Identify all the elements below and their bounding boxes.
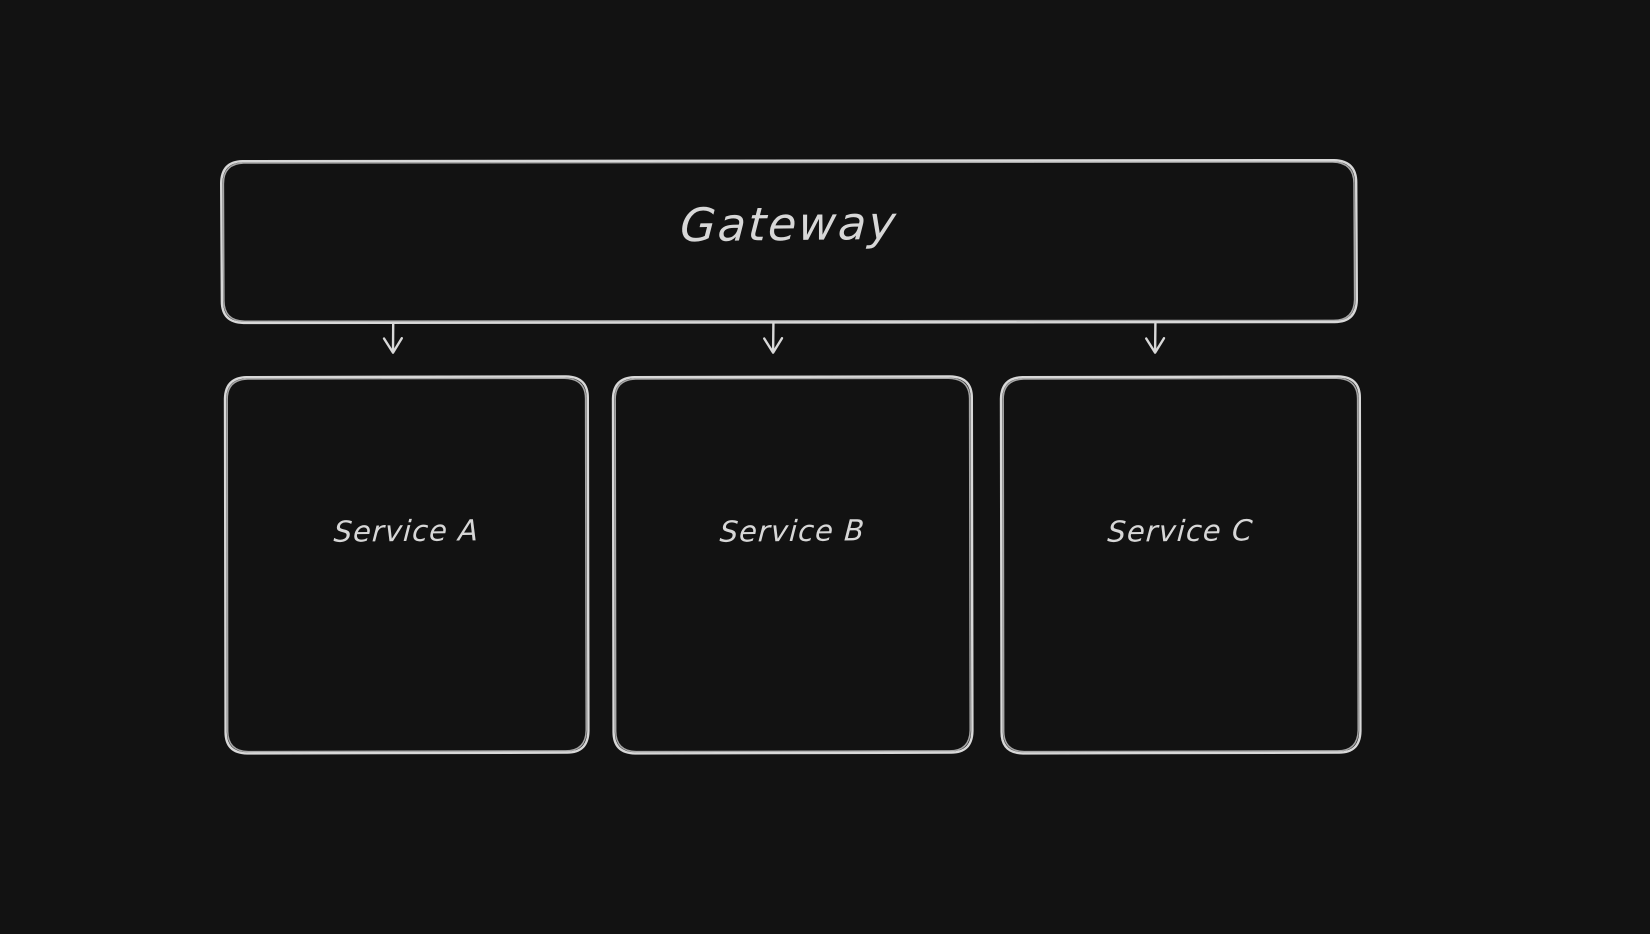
service-a-node[interactable] — [225, 376, 588, 753]
service-a-box-outline[interactable] — [223, 375, 590, 755]
service-b-box-outline[interactable] — [611, 375, 974, 755]
gateway-node[interactable] — [221, 160, 1357, 323]
service-c-node[interactable] — [1001, 376, 1360, 753]
arrow-gateway-to-service-c[interactable] — [1145, 322, 1166, 354]
gateway-box-outline[interactable] — [220, 159, 1358, 325]
arrow-gateway-to-service-a[interactable] — [382, 322, 403, 354]
arrow-gateway-to-service-b[interactable] — [763, 322, 784, 354]
service-b-node[interactable] — [613, 376, 972, 753]
service-c-box-outline[interactable] — [999, 375, 1362, 755]
